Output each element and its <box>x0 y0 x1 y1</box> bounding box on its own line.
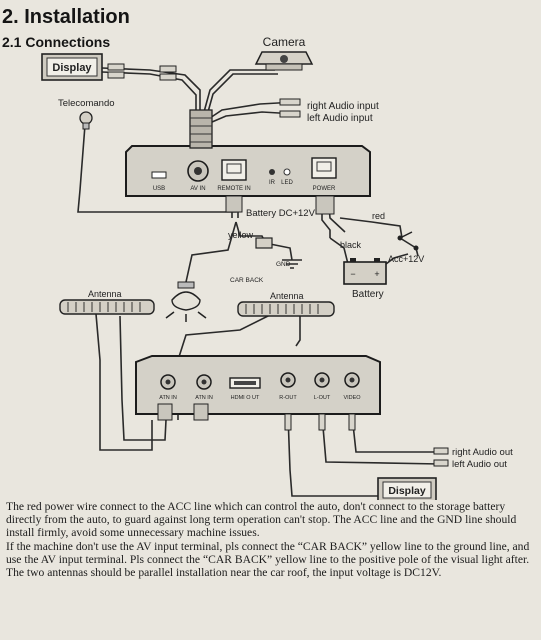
note-paragraph-1: The red power wire connect to the ACC li… <box>6 500 517 540</box>
led-port-label: LED <box>281 180 293 186</box>
display-top-label: Display <box>52 62 92 74</box>
subsection-title: 2.1 Connections <box>2 34 111 50</box>
audio-input-plugs <box>279 98 301 118</box>
installation-notes: The red power wire connect to the ACC li… <box>6 500 536 579</box>
l-out-label: L-OUT <box>314 395 331 401</box>
atn-in-2-label: ATN IN <box>195 395 213 401</box>
ir-port-label: IR <box>269 180 276 186</box>
connection-diagram: Display Camera right Audio input left Au… <box>41 35 513 500</box>
right-audio-input-label: right Audio input <box>307 101 379 112</box>
fuse-box <box>255 237 273 249</box>
left-audio-input-label: left Audio input <box>307 113 373 124</box>
antenna-right-label: Antenna <box>270 291 304 301</box>
acc-switch <box>397 231 419 251</box>
remote-in-port-label: REMOTE IN <box>217 186 250 192</box>
acc-label: Acc+12V <box>388 254 424 264</box>
yellow-wire-label: yellow <box>228 230 254 240</box>
reverse-light-icon <box>165 281 207 322</box>
main-unit-top: USB AV IN REMOTE IN IR LED POWER <box>125 109 371 197</box>
display-top: Display <box>41 53 103 81</box>
video-out-label: VIDEO <box>343 395 361 401</box>
harness-connectors <box>225 195 335 215</box>
tuner-unit: ATN IN ATN IN HDMI O UT R-OUT L-OUT VIDE… <box>135 355 381 415</box>
rca-out-plugs <box>284 413 449 467</box>
note-paragraph-3: The two antennas should be parallel inst… <box>6 566 442 580</box>
camera-label: Camera <box>263 35 306 49</box>
battery-label: Battery <box>352 289 384 300</box>
usb-port-label: USB <box>153 186 165 192</box>
atn-in-1-label: ATN IN <box>159 395 177 401</box>
left-audio-out-label: left Audio out <box>452 459 507 470</box>
right-audio-out-label: right Audio out <box>452 447 513 458</box>
section-title: 2. Installation <box>2 6 130 28</box>
hdmi-out-label: HDMI O UT <box>231 395 260 401</box>
red-wire-label: red <box>372 211 385 221</box>
car-back-label: CAR BACK <box>230 277 264 284</box>
note-paragraph-2: If the machine don't use the AV input te… <box>6 539 530 566</box>
gnd-label: GND <box>276 261 291 268</box>
antenna-left <box>59 299 155 315</box>
rca-plugs-top <box>107 63 177 81</box>
battery-icon: − + <box>343 258 387 285</box>
av-in-port-label: AV IN <box>190 186 205 192</box>
telecomando-label: Telecomando <box>58 98 115 109</box>
black-wire-label: black <box>340 240 362 250</box>
remote-sensor-icon <box>79 111 93 130</box>
camera: Camera <box>254 35 314 71</box>
power-port-label: POWER <box>313 186 336 192</box>
antenna-left-label: Antenna <box>88 289 122 299</box>
antenna-right <box>237 301 335 317</box>
display-bottom: Display <box>377 477 437 500</box>
atn-connectors <box>157 403 209 421</box>
battery-plus-glyph: + <box>374 269 379 279</box>
battery-minus-glyph: − <box>350 269 355 279</box>
battery-dc-label: Battery DC+12V <box>246 208 316 219</box>
r-out-label: R-OUT <box>279 395 297 401</box>
display-bottom-label: Display <box>388 485 426 497</box>
